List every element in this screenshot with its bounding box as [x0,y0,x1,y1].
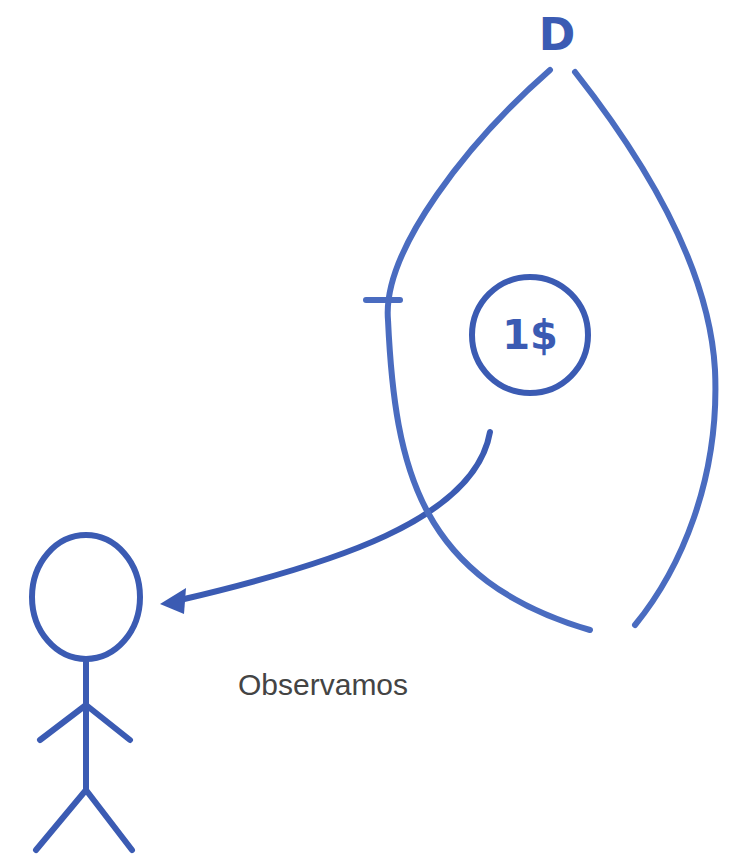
coin-circle: 1$ [468,273,592,397]
drop-line [388,70,590,630]
figure-legs [36,790,132,850]
figure-body [83,660,89,790]
drop-line [575,72,715,625]
region-letter: D [539,9,576,60]
caption-note: Observamos [238,668,408,702]
coin-circle-line [472,277,588,393]
coin-value: 1$ [502,312,558,358]
arrow-head [160,588,186,614]
arrow-line [180,432,490,600]
drop-line [366,297,400,303]
figure-head [32,535,140,659]
drop-region: D1$ [360,20,730,640]
figure-arms [40,705,130,740]
